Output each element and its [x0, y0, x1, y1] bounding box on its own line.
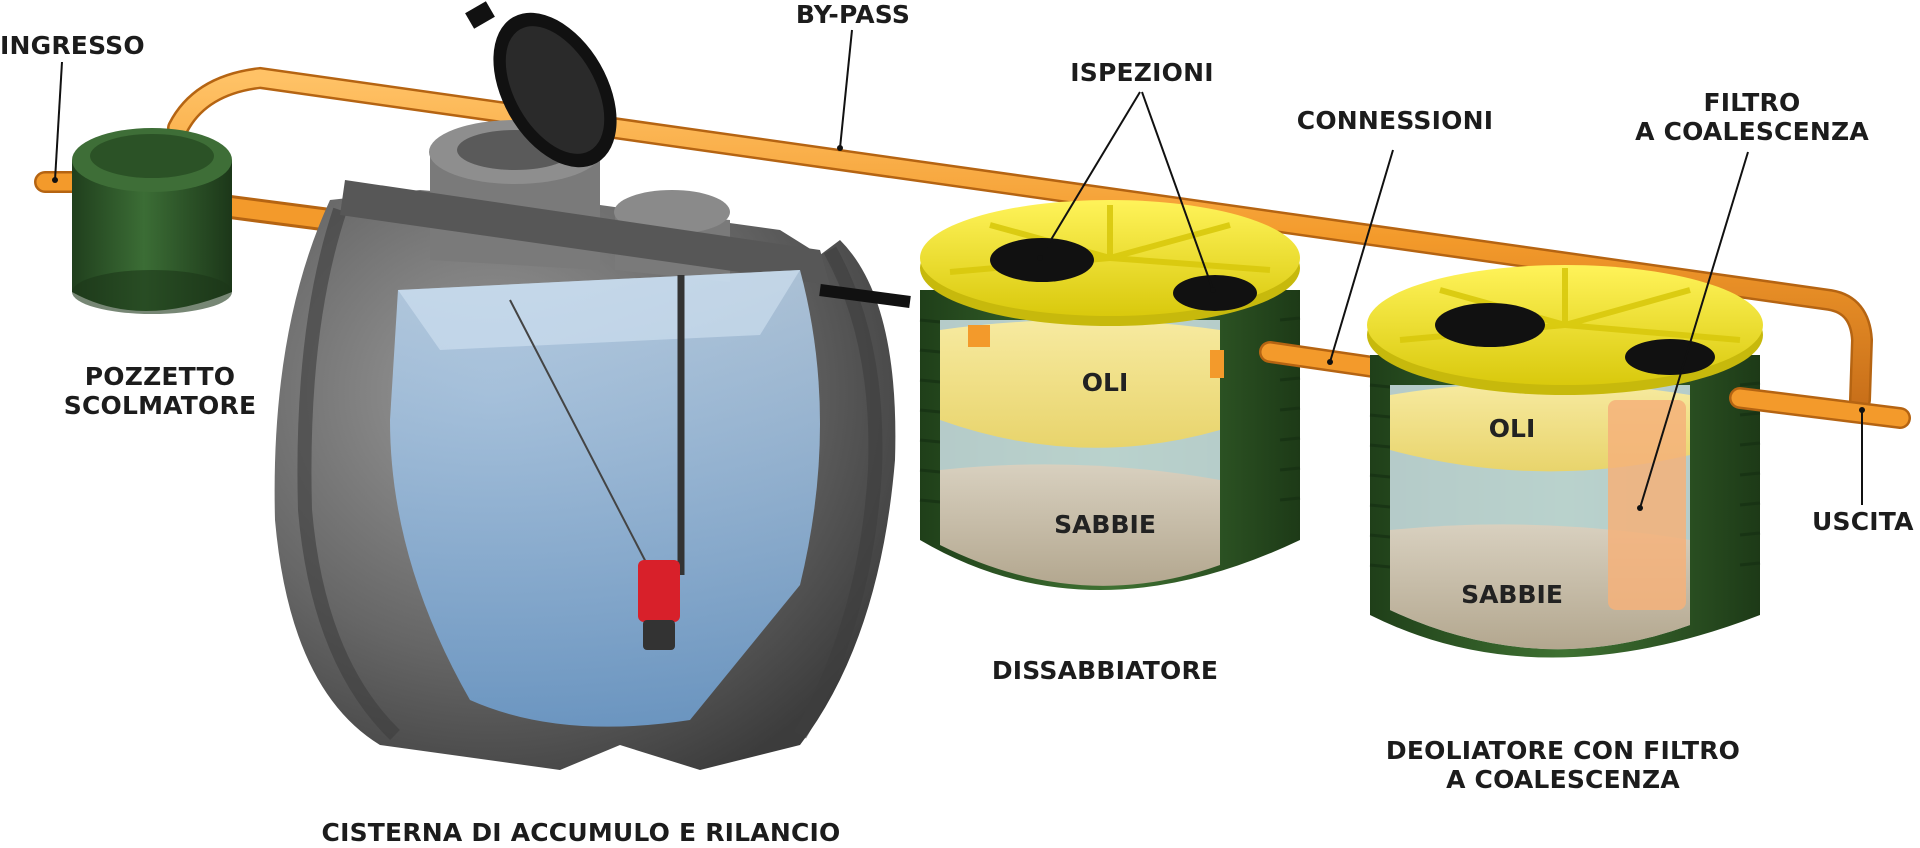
leader-bypass	[839, 29, 853, 149]
coalescing-filter	[1608, 400, 1686, 610]
pump	[638, 560, 680, 622]
storage-cistern	[274, 120, 896, 770]
inspection-cap-2	[1173, 275, 1257, 311]
leader-filtro	[1639, 151, 1749, 509]
sand-trap-tank	[919, 200, 1301, 590]
label-cisterna: CISTERNA DI ACCUMULO E RILANCIO	[321, 818, 841, 847]
label-deoliatore-line1: DEOLIATORE CON FILTRO	[1385, 736, 1741, 765]
label-pozzetto-line1: POZZETTO	[84, 362, 236, 391]
label-filtro-line1: FILTRO	[1703, 88, 1801, 117]
connection-pipe	[1259, 341, 1391, 379]
cistern-open-lid	[465, 1, 617, 168]
pit-to-cistern-pipe	[203, 193, 342, 232]
label-deoliatore-line2: A COALESCENZA	[1446, 765, 1680, 794]
label-pozzetto-line2: SCOLMATORE	[63, 391, 257, 420]
label-uscita: USCITA	[1812, 507, 1914, 536]
leader-connessioni	[1329, 149, 1394, 363]
layer-label-sabbie-2: SABBIE	[1461, 580, 1563, 609]
leader-lines	[54, 29, 1863, 509]
label-filtro-line2: A COALESCENZA	[1635, 117, 1869, 146]
inspection-cap-3	[1435, 303, 1545, 347]
layer-label-oli-2: OLI	[1488, 414, 1536, 443]
outlet-pipe	[1729, 387, 1911, 429]
leader-ingresso	[54, 61, 63, 181]
overflow-pit	[72, 128, 232, 314]
inspection-cap-4	[1625, 339, 1715, 375]
label-connessioni: CONNESSIONI	[1296, 106, 1494, 135]
bypass-pipe	[167, 66, 1874, 411]
leader-ispezioni-2	[1141, 91, 1214, 291]
leader-ispezioni-1	[1039, 91, 1141, 259]
label-deoliatore: DEOLIATORE CON FILTRO A COALESCENZA	[1386, 736, 1740, 794]
layer-label-oli-1: OLI	[1081, 368, 1129, 397]
label-filtro-a-coalescenza: FILTRO A COALESCENZA	[1635, 88, 1869, 146]
label-ingresso: INGRESSO	[0, 31, 145, 60]
outlet-black-pipe	[819, 284, 911, 308]
label-pozzetto-scolmatore: POZZETTO SCOLMATORE	[64, 362, 256, 420]
oil-separator-tank	[1367, 265, 1763, 658]
label-dissabbiatore: DISSABBIATORE	[991, 656, 1219, 685]
label-by-pass: BY-PASS	[795, 0, 911, 29]
label-ispezioni: ISPEZIONI	[1070, 58, 1214, 87]
layer-label-sabbie-1: SABBIE	[1054, 510, 1156, 539]
